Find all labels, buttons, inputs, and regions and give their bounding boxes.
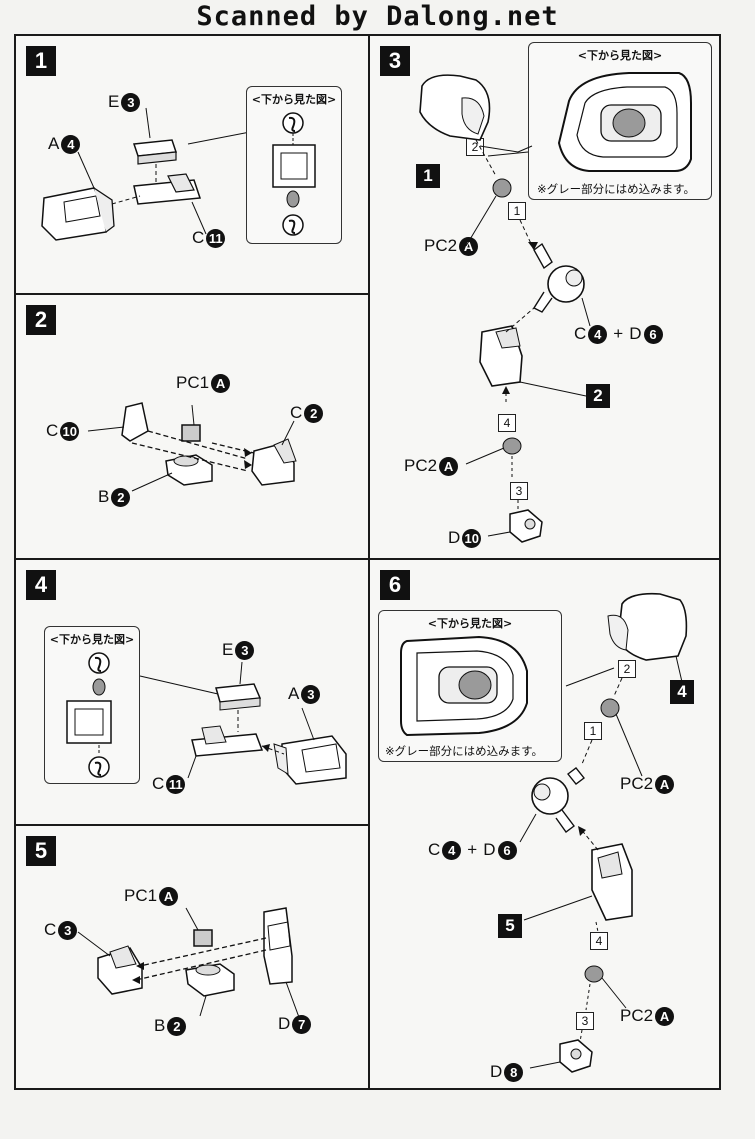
step-2-diagram xyxy=(87,402,297,492)
ref-step-5: 5 xyxy=(498,914,522,938)
inset-note: ※グレー部分にはめ込みます。 xyxy=(385,744,543,758)
step-number: 2 xyxy=(26,305,56,335)
step-6-panel: 6 <下から見た図> ※グレー部分にはめ込みます。 4 5 2 1 4 3 PC… xyxy=(368,558,721,1090)
ref-step-2: 2 xyxy=(586,384,610,408)
step-number: 5 xyxy=(26,836,56,866)
scan-watermark: Scanned by Dalong.net xyxy=(196,1,559,32)
inset-title: <下から見た図> xyxy=(251,93,337,106)
step-4-diagram xyxy=(139,661,347,785)
seq-3: 3 xyxy=(510,482,528,500)
step-3-diagram xyxy=(419,74,591,543)
step-1-diagram xyxy=(41,107,251,241)
bottom-view-inset: <下から見た図> ※グレー部分にはめ込みます。 xyxy=(378,610,562,762)
bottom-view-diagram xyxy=(400,635,528,737)
step-5-diagram xyxy=(77,907,301,1021)
ref-step-1: 1 xyxy=(416,164,440,188)
bottom-view-diagram xyxy=(66,652,112,778)
inset-note: ※グレー部分にはめ込みます。 xyxy=(537,182,695,196)
step-number: 3 xyxy=(380,46,410,76)
step-number: 6 xyxy=(380,570,410,600)
seq-3: 3 xyxy=(576,1012,594,1030)
seq-2: 2 xyxy=(618,660,636,678)
step-6-diagram xyxy=(519,592,688,1073)
bottom-view-inset: <下から見た図> xyxy=(246,86,342,244)
ref-step-4: 4 xyxy=(670,680,694,704)
bottom-view-diagram xyxy=(272,112,316,236)
seq-4: 4 xyxy=(498,414,516,432)
seq-4: 4 xyxy=(590,932,608,950)
inset-title: <下から見た図> xyxy=(49,633,135,646)
bottom-view-inset: <下から見た図> xyxy=(44,626,140,784)
inset-title: <下から見た図> xyxy=(427,617,513,630)
step-number: 1 xyxy=(26,46,56,76)
step-number: 4 xyxy=(26,570,56,600)
seq-1: 1 xyxy=(584,722,602,740)
inset-title: <下から見た図> xyxy=(577,49,663,62)
step-3-panel: 3 <下から見た図> ※グレー部分にはめ込みます。 1 2 2 1 4 3 PC… xyxy=(368,34,721,560)
seq-1: 1 xyxy=(508,202,526,220)
bottom-view-diagram xyxy=(557,72,692,172)
bottom-view-inset: <下から見た図> ※グレー部分にはめ込みます。 xyxy=(528,42,712,200)
